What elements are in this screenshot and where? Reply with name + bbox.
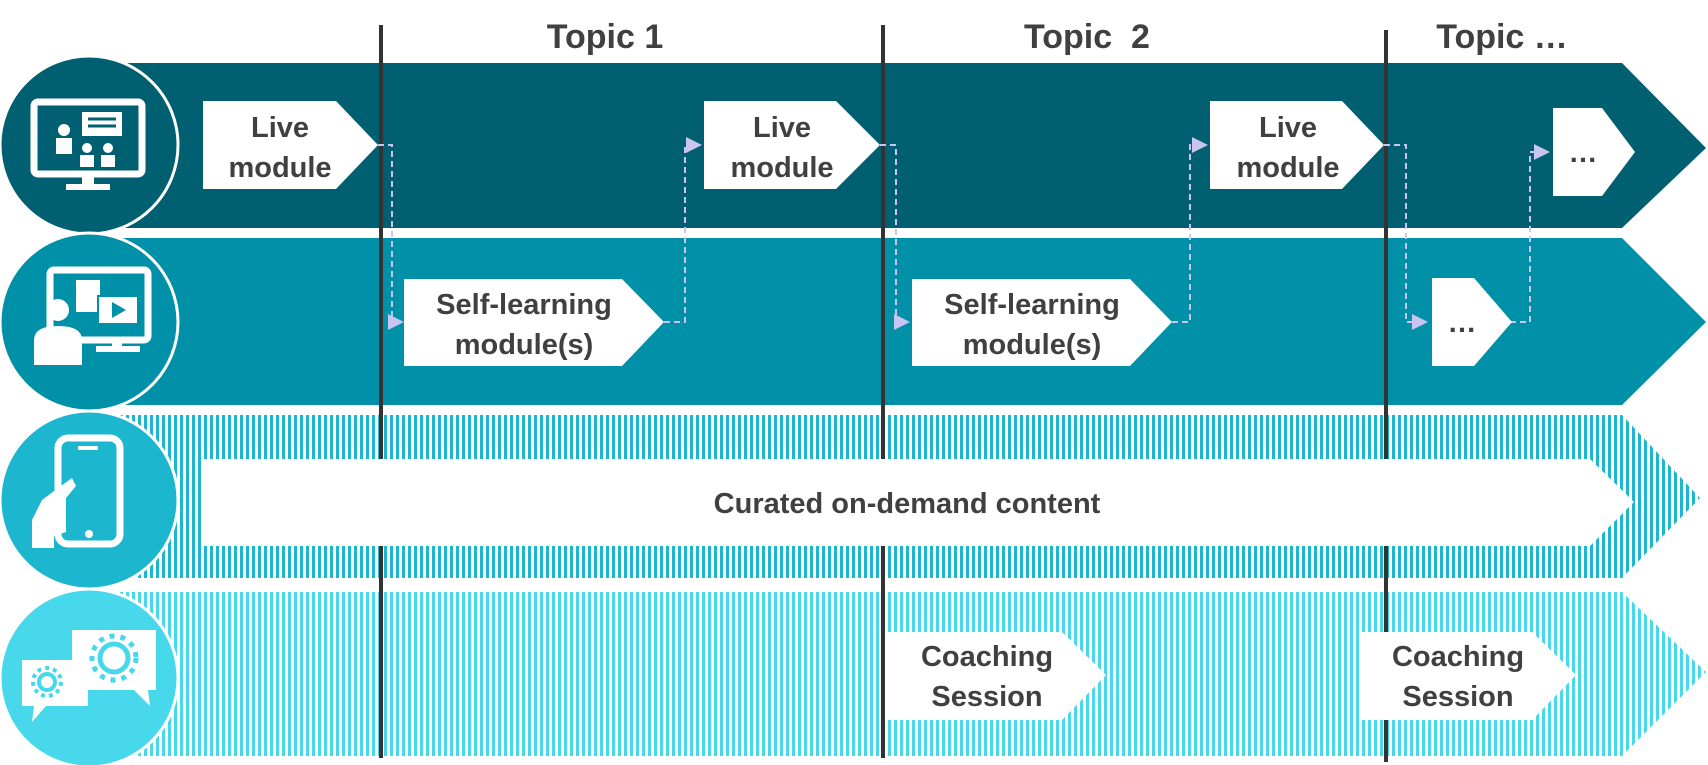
- elearning-monitor-icon: [0, 231, 180, 413]
- svg-text:Coaching: Coaching: [1392, 641, 1524, 673]
- topic-2-heading: Topic 2: [1024, 18, 1150, 56]
- presentation-monitor-icon: [0, 54, 180, 236]
- connector-live1-self1: [378, 144, 404, 330]
- svg-text:Live: Live: [1259, 112, 1317, 144]
- svg-text:module: module: [730, 152, 833, 184]
- connector-self3-live4: [1510, 144, 1550, 323]
- svg-text:module: module: [228, 152, 331, 184]
- mobile-phone-icon: [0, 409, 180, 591]
- svg-text:module: module: [1236, 152, 1339, 184]
- topic-3-heading: Topic …: [1436, 18, 1568, 56]
- svg-text:Coaching: Coaching: [921, 641, 1053, 673]
- topic-1-heading: Topic 1: [547, 18, 664, 56]
- coaching-session-box-2: Coaching Session: [1360, 632, 1576, 720]
- live-module-box-2: Live module: [704, 101, 880, 189]
- flow-connectors: [378, 137, 1550, 330]
- svg-text:…: …: [1448, 307, 1477, 339]
- svg-text:Session: Session: [1402, 681, 1513, 713]
- svg-text:Session: Session: [931, 681, 1042, 713]
- self-ellipsis-box: …: [1432, 278, 1512, 366]
- connector-live2-self2: [880, 144, 910, 330]
- coaching-chat-icon: [0, 587, 180, 765]
- svg-text:…: …: [1569, 137, 1598, 169]
- svg-text:module(s): module(s): [455, 329, 594, 361]
- svg-text:Self-learning: Self-learning: [436, 289, 612, 321]
- svg-text:Curated on-demand content: Curated on-demand content: [714, 488, 1101, 520]
- svg-text:module(s): module(s): [963, 329, 1102, 361]
- curated-content-box: Curated on-demand content: [203, 459, 1634, 546]
- connector-self1-live2: [664, 137, 702, 323]
- live-ellipsis-box: …: [1553, 108, 1635, 196]
- self-learning-box-2: Self-learning module(s): [912, 279, 1172, 366]
- svg-text:Live: Live: [251, 112, 309, 144]
- live-module-box-3: Live module: [1210, 101, 1384, 189]
- coaching-session-box-1: Coaching Session: [888, 632, 1106, 720]
- self-learning-box-1: Self-learning module(s): [404, 279, 664, 366]
- svg-text:Live: Live: [753, 112, 811, 144]
- live-module-box-1: Live module: [203, 101, 378, 189]
- connector-self2-live3: [1172, 137, 1208, 323]
- connector-live3-self3: [1384, 144, 1428, 330]
- svg-text:Self-learning: Self-learning: [944, 289, 1120, 321]
